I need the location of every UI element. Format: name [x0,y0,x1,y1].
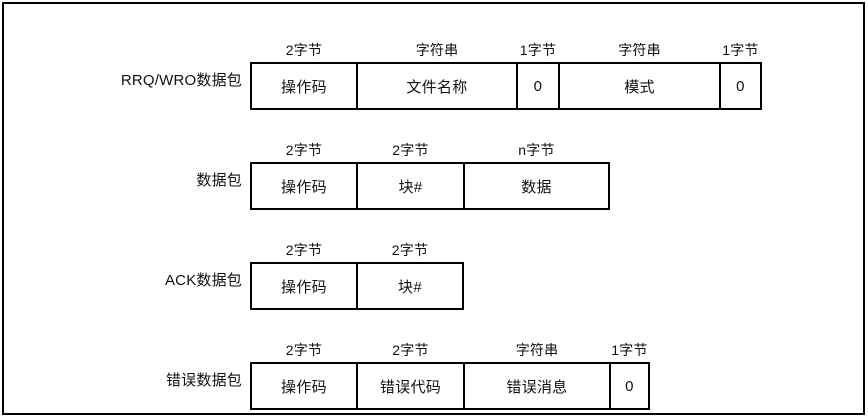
packet-field-size-label: 字符串 [618,42,661,58]
packet-row-label: ACK数据包 [164,272,242,289]
packet-row-label: 错误数据包 [165,372,242,389]
packet-field-value: 错误代码 [379,378,442,396]
packet-field-size-label: 2字节 [392,142,429,158]
packet-field-value: 数据 [521,178,552,196]
packet-field-size-label: 1字节 [722,42,759,58]
packet-field-size-label: 2字节 [391,242,429,258]
packet-field-value: 0 [625,377,634,395]
packet-row-label: 数据包 [196,172,242,189]
packet-field-size-label: 2字节 [285,42,323,58]
packet-field-cell: 字符串文件名称 [357,42,517,110]
packet-field-value: 操作码 [281,378,327,396]
packet-field-size-label: 字符串 [415,42,459,58]
packet-field-cell: 1字节 0 [720,42,762,110]
packet-field-value: 文件名称 [406,78,468,96]
packet-field-size-label: 2字节 [285,342,323,358]
packet-field-value: 0 [736,77,745,95]
packet-field-size-label: 2字节 [285,142,323,158]
packet-field-size-label: 2字节 [285,242,323,258]
packet-field-cell: n字节数据 [464,142,610,210]
packet-field-size-label: 2字节 [392,342,429,358]
packet-field-cell: 2字节操作码 [250,42,357,110]
packet-field-value: 操作码 [281,178,327,196]
packet-field-cell: 字符串模式 [559,42,720,110]
packet-field-cell: 2字节操作码 [250,142,357,210]
packet-field-cell: 2字节操作码 [250,242,357,310]
packet-field-cell: 2字节操作码 [250,342,357,410]
packet-field-value: 块# [398,278,422,296]
packet-field-value: 操作码 [281,78,327,96]
packet-field-value: 块# [398,178,423,196]
packet-field-cell: 2字节块# [357,242,464,310]
packet-field-value: 错误消息 [506,378,568,396]
packet-field-cell: 字符串错误消息 [464,342,610,410]
packet-field-cell: 2字节块# [357,142,464,210]
packet-field-value: 0 [533,77,543,95]
packet-field-cell: 1字节 0 [610,342,650,410]
packet-field-size-label: 1字节 [611,342,648,358]
packet-field-value: 模式 [624,78,655,96]
packet-field-cell: 1字节 0 [517,42,559,110]
packet-field-value: 操作码 [281,278,327,296]
packet-field-size-label: n字节 [518,142,555,158]
packet-row-label: RRQ/WRO数据包 [120,72,242,89]
packet-field-size-label: 字符串 [515,342,559,358]
packet-field-size-label: 1字节 [519,42,557,58]
packet-field-cell: 2字节错误代码 [357,342,464,410]
